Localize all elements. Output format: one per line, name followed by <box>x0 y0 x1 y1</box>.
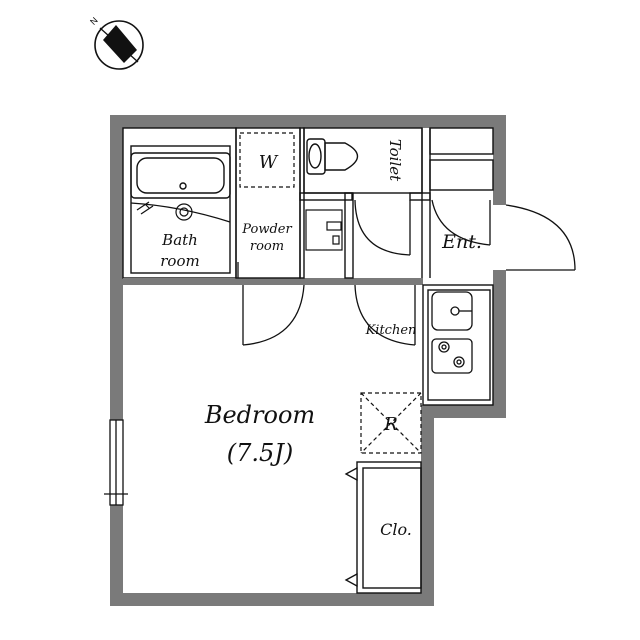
washer-space <box>239 132 295 188</box>
compass-north-label: N <box>88 15 100 27</box>
outer-walls <box>110 115 506 606</box>
powder-room-label: room <box>250 239 284 254</box>
bath-faucet-icon <box>130 201 231 223</box>
closet-label: Clo. <box>380 520 412 539</box>
compass-south-fill <box>113 39 125 51</box>
toilet-label: Toilet <box>386 139 404 182</box>
kitchen-label: Kitchen <box>365 323 417 338</box>
kitchen-sink-icon <box>431 291 473 331</box>
compass-circle <box>94 20 144 70</box>
refrigerator-label: R <box>383 414 398 435</box>
compass-north-icon <box>103 25 137 63</box>
powder-label: Powder <box>241 222 292 237</box>
powder-sink-icon <box>305 209 343 251</box>
compass: N <box>88 15 144 70</box>
bedroom-label: Bedroom <box>204 401 315 429</box>
washer-label: W <box>259 152 279 173</box>
refrigerator-space <box>360 392 422 454</box>
bath-label: Bath <box>161 231 198 249</box>
bathtub <box>130 152 231 199</box>
stove-icon <box>431 338 473 374</box>
bedroom-size-label: (7.5J) <box>227 439 294 467</box>
window <box>104 419 128 506</box>
bath-room-label: room <box>160 252 199 270</box>
toilet-icon <box>306 138 359 175</box>
interior-walls <box>122 127 494 594</box>
doors <box>237 199 576 588</box>
entrance-label: Ent. <box>441 231 482 253</box>
